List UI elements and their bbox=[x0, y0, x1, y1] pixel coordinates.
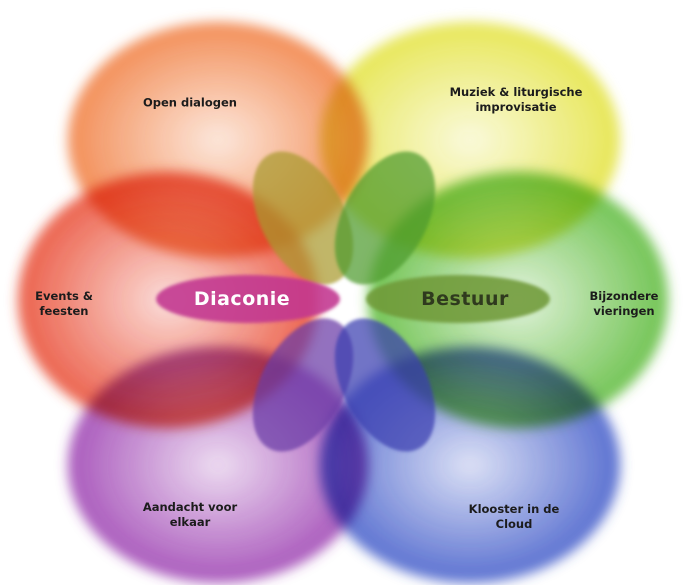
circle-label-klooster: Klooster in de Cloud bbox=[468, 502, 560, 531]
petal-layer bbox=[156, 151, 550, 452]
petal-top-left bbox=[252, 151, 354, 285]
petal-bestuur bbox=[366, 275, 550, 323]
petal-bottom-right bbox=[334, 318, 436, 452]
petal-diaconie bbox=[156, 275, 340, 323]
petal-top-right bbox=[334, 151, 436, 285]
circle-label-open-dialogen: Open dialogen bbox=[143, 95, 237, 110]
bestuur-label: Bestuur bbox=[421, 288, 509, 310]
circle-label-bijzondere: Bijzondere vieringen bbox=[589, 289, 659, 318]
circle-label-aandacht: Aandacht voor elkaar bbox=[142, 500, 238, 529]
circle-label-events: Events & feesten bbox=[35, 289, 93, 318]
petal-bottom-left bbox=[252, 318, 354, 452]
diaconie-label: Diaconie bbox=[193, 288, 291, 310]
circle-label-muziek: Muziek & liturgische improvisatie bbox=[449, 85, 583, 114]
